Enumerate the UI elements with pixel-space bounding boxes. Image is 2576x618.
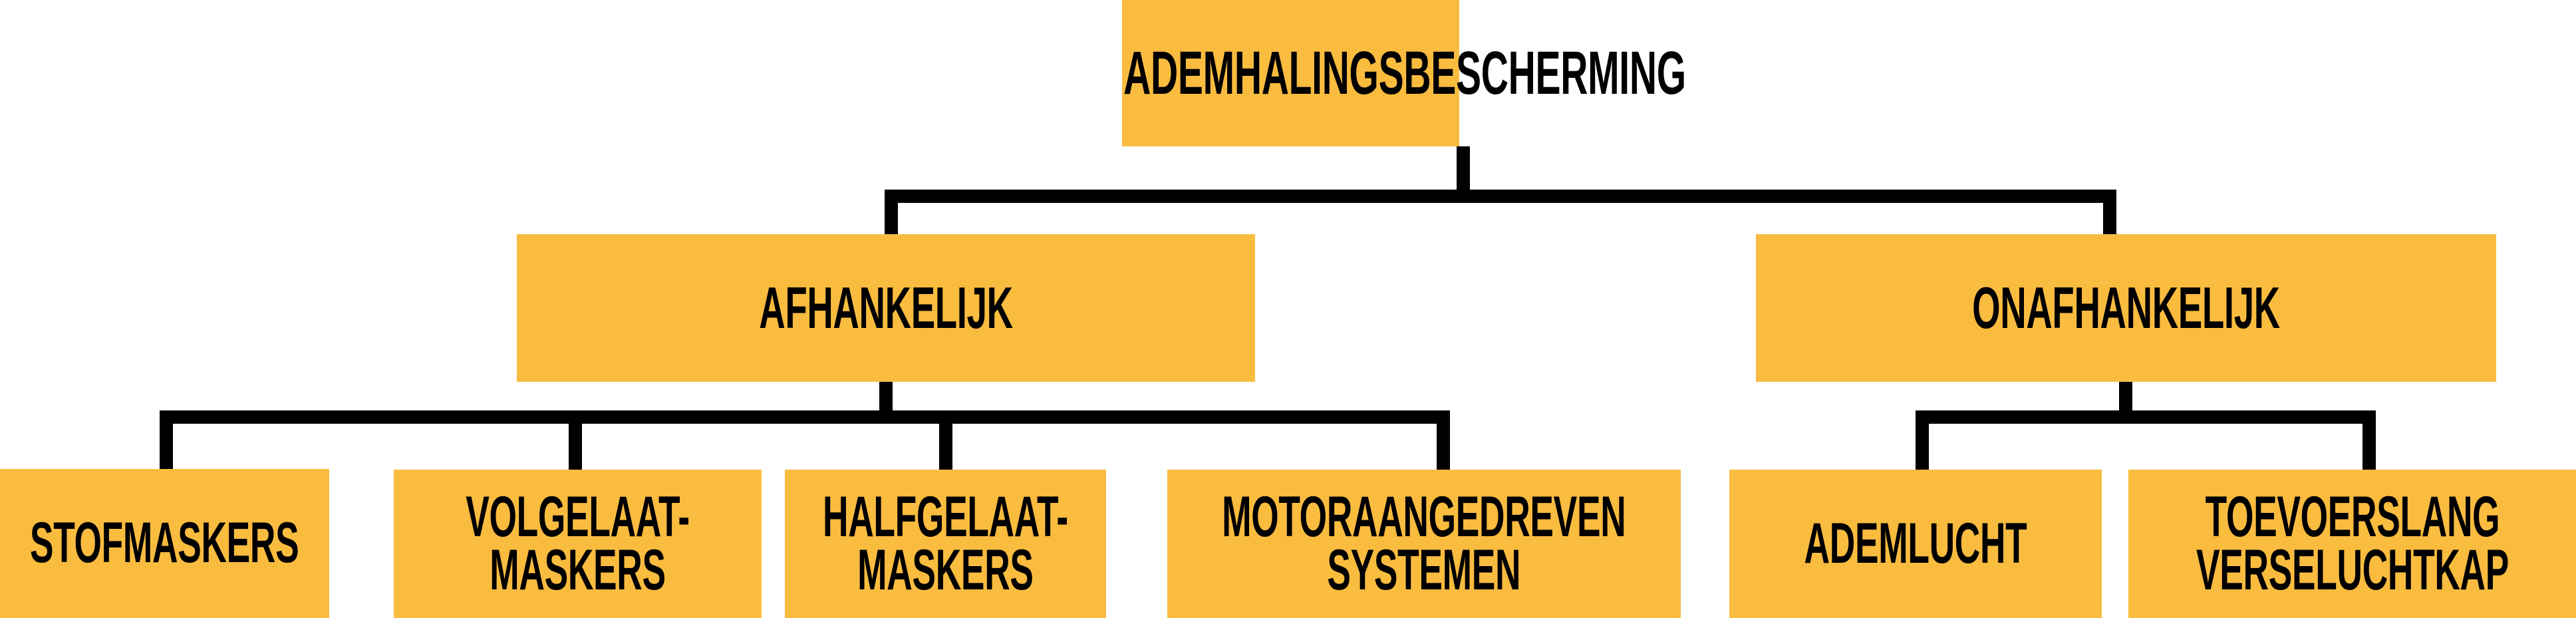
node-root-label: ADEMHALINGSBESCHERMING [1123,39,1686,107]
connector-afhankelijk-to-volgelaatmaskers [569,410,582,470]
node-root-ademhalingsbescherming[interactable]: ADEMHALINGSBESCHERMING [1122,0,1686,146]
node-leaf-toevoerslang-verseluchtkap-label: TOEVOERSLANG VERSELUCHTKAP [2196,485,2509,602]
node-branch-onafhankelijk-label: ONAFHANKELIJK [1972,274,2280,341]
node-leaf-volgelaat-maskers[interactable]: VOLGELAAT- MASKERS [394,470,762,618]
node-leaf-motoraangedreven-systemen-label: MOTORAANGEDREVEN SYSTEMEN [1222,485,1626,602]
node-leaf-halfgelaat-maskers-label: HALFGELAAT- MASKERS [823,485,1068,602]
node-leaf-halfgelaat-maskers[interactable]: HALFGELAAT- MASKERS [785,470,1106,618]
node-leaf-ademlucht[interactable]: ADEMLUCHT [1729,470,2102,618]
node-leaf-stofmaskers[interactable]: STOFMASKERS [0,469,329,618]
connector-afhankelijk-to-stofmaskers [160,410,173,470]
connector-onafhankelijk-bar [1916,410,2376,424]
node-branch-afhankelijk-label: AFHANKELIJK [759,274,1013,341]
connector-root-to-afhankelijk [885,190,898,236]
connector-afhankelijk-to-motoraangedreven [1437,410,1450,470]
node-leaf-motoraangedreven-systemen[interactable]: MOTORAANGEDREVEN SYSTEMEN [1167,470,1681,618]
node-leaf-volgelaat-maskers-label: VOLGELAAT- MASKERS [466,485,690,602]
connector-root-stem [1457,146,1470,192]
connector-onafhankelijk-to-ademlucht [1916,410,1929,470]
connector-afhankelijk-stem [879,382,893,414]
node-leaf-stofmaskers-label: STOFMASKERS [30,511,299,575]
connector-onafhankelijk-to-toevoerslang [2362,410,2376,470]
node-branch-afhankelijk[interactable]: AFHANKELIJK [517,234,1255,382]
connector-root-bar [885,190,2116,203]
node-leaf-ademlucht-label: ADEMLUCHT [1804,511,2027,575]
connector-afhankelijk-bar [160,410,1450,424]
connector-afhankelijk-to-halfgelaatmaskers [939,410,952,470]
node-branch-onafhankelijk[interactable]: ONAFHANKELIJK [1756,234,2496,382]
connector-onafhankelijk-stem [2119,382,2132,414]
node-leaf-toevoerslang-verseluchtkap[interactable]: TOEVOERSLANG VERSELUCHTKAP [2128,470,2576,618]
connector-root-to-onafhankelijk [2103,190,2116,236]
